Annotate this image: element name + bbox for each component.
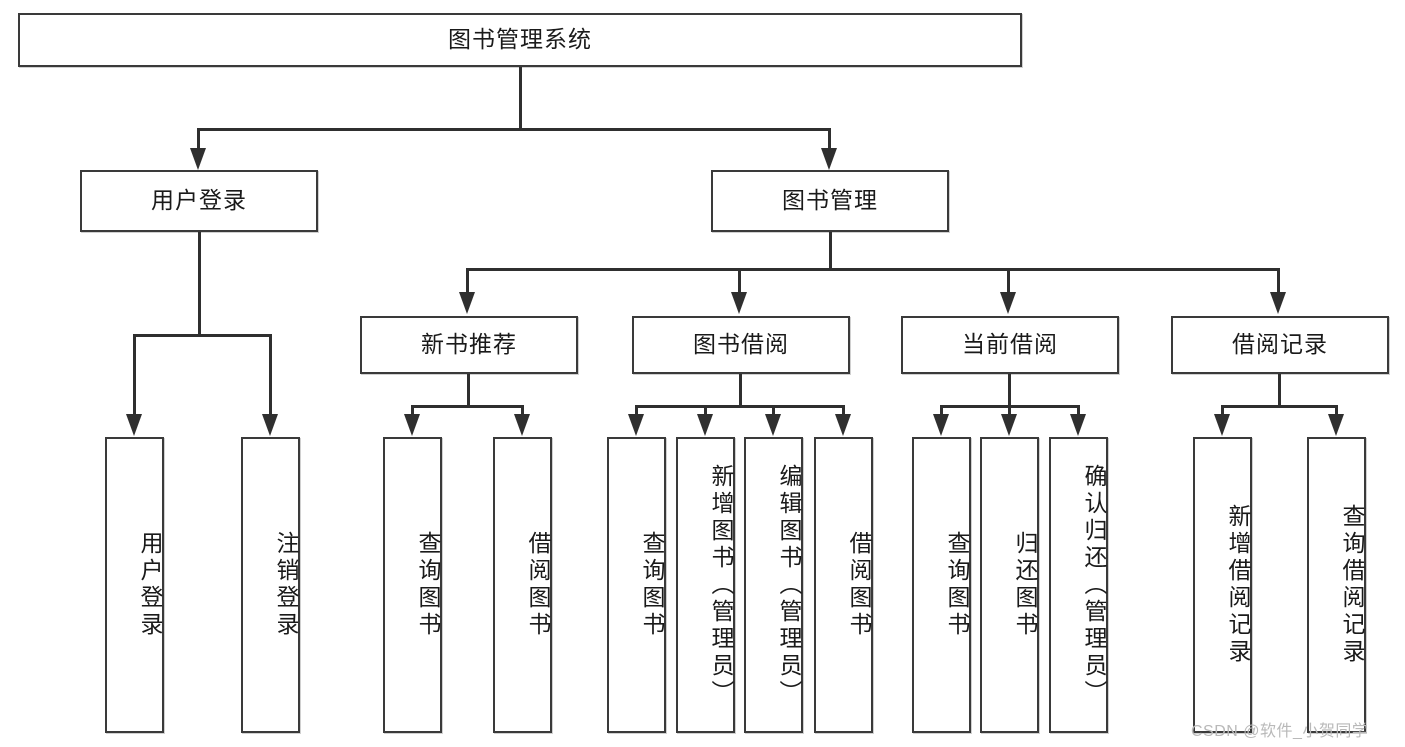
edge-record-bus [1221, 405, 1338, 408]
node-label: 新书推荐 [421, 331, 517, 358]
node-label: 用户登录 [137, 531, 163, 639]
edge-root-drop-left [197, 128, 200, 151]
node-label: 用户登录 [151, 187, 247, 214]
edge-userlogin-bus [133, 334, 269, 337]
arrow-to-leaf-borrow-add [697, 414, 713, 436]
node-label: 借阅图书 [846, 531, 872, 639]
leaf-borrow-lend-book[interactable]: 借阅图书 [814, 437, 873, 733]
node-label: 确认归还（管理员） [1081, 463, 1107, 707]
edge-bookmanage-bus [466, 268, 1280, 271]
node-label: 图书管理 [782, 187, 878, 214]
edge-bookmanage-drop-3 [1007, 268, 1010, 294]
watermark-text: CSDN @软件_小贺同学 [1191, 723, 1369, 740]
edge-bookmanage-drop-4 [1277, 268, 1280, 294]
edge-root-bus [197, 128, 831, 131]
edge-borrow-drop-4 [842, 405, 845, 417]
edge-recommend-bus [411, 405, 524, 408]
node-label: 查询图书 [415, 531, 441, 639]
edge-record-drop-1 [1221, 405, 1224, 417]
arrow-to-new-book-recommend [459, 292, 475, 314]
csdn-watermark: CSDN @软件_小贺同学 [1191, 717, 1368, 741]
edge-userlogin-drop-2 [269, 334, 272, 417]
edge-borrow-bus [635, 405, 845, 408]
leaf-logout[interactable]: 注销登录 [241, 437, 300, 733]
arrow-to-leaf-user-login [126, 414, 142, 436]
arrow-to-leaf-current-return [1001, 414, 1017, 436]
edge-root-drop-right [828, 128, 831, 151]
leaf-record-add[interactable]: 新增借阅记录 [1193, 437, 1252, 733]
edge-borrow-drop-2 [704, 405, 707, 417]
edge-borrow-drop-3 [772, 405, 775, 417]
node-label: 归还图书 [1012, 531, 1038, 639]
leaf-borrow-add-book[interactable]: 新增图书（管理员） [676, 437, 735, 733]
leaf-borrow-edit-book[interactable]: 编辑图书（管理员） [744, 437, 803, 733]
node-current-borrow[interactable]: 当前借阅 [901, 316, 1119, 374]
edge-record-stem [1278, 374, 1281, 407]
node-user-login[interactable]: 用户登录 [80, 170, 318, 232]
edge-recommend-drop-2 [521, 405, 524, 417]
leaf-current-confirm-return[interactable]: 确认归还（管理员） [1049, 437, 1108, 733]
edge-root-stem [519, 67, 522, 130]
arrow-to-leaf-record-query [1328, 414, 1344, 436]
arrow-to-leaf-borrow-query [628, 414, 644, 436]
arrow-to-leaf-current-confirm [1070, 414, 1086, 436]
arrow-to-leaf-recommend-query [404, 414, 420, 436]
edge-record-drop-2 [1335, 405, 1338, 417]
node-label: 新增借阅记录 [1225, 504, 1251, 666]
node-label: 借阅图书 [525, 531, 551, 639]
edge-borrow-stem [739, 374, 742, 407]
arrow-to-leaf-record-add [1214, 414, 1230, 436]
leaf-record-query[interactable]: 查询借阅记录 [1307, 437, 1366, 733]
arrow-to-leaf-borrow-edit [765, 414, 781, 436]
node-label: 查询借阅记录 [1339, 504, 1365, 666]
arrow-to-book-manage [821, 148, 837, 170]
edge-borrow-drop-1 [635, 405, 638, 417]
node-borrow-record[interactable]: 借阅记录 [1171, 316, 1389, 374]
node-label: 新增图书（管理员） [708, 463, 734, 707]
edge-current-drop-3 [1077, 405, 1080, 417]
node-label: 借阅记录 [1232, 331, 1328, 358]
edge-current-drop-1 [940, 405, 943, 417]
arrow-to-borrow-record [1270, 292, 1286, 314]
node-label: 当前借阅 [962, 331, 1058, 358]
edge-current-stem [1008, 374, 1011, 407]
leaf-current-return-book[interactable]: 归还图书 [980, 437, 1039, 733]
node-label: 查询图书 [944, 531, 970, 639]
arrow-to-leaf-logout [262, 414, 278, 436]
edge-bookmanage-drop-1 [466, 268, 469, 294]
node-root-system[interactable]: 图书管理系统 [18, 13, 1022, 67]
edge-recommend-drop-1 [411, 405, 414, 417]
node-book-manage[interactable]: 图书管理 [711, 170, 949, 232]
node-new-book-recommend[interactable]: 新书推荐 [360, 316, 578, 374]
edge-recommend-stem [467, 374, 470, 407]
leaf-recommend-query-book[interactable]: 查询图书 [383, 437, 442, 733]
node-label: 图书借阅 [693, 331, 789, 358]
node-label: 查询图书 [639, 531, 665, 639]
leaf-current-query-book[interactable]: 查询图书 [912, 437, 971, 733]
node-book-borrow[interactable]: 图书借阅 [632, 316, 850, 374]
edge-userlogin-stem [198, 232, 201, 336]
arrow-to-leaf-current-query [933, 414, 949, 436]
arrow-to-current-borrow [1000, 292, 1016, 314]
edge-userlogin-drop-1 [133, 334, 136, 417]
arrow-to-user-login [190, 148, 206, 170]
edge-current-drop-2 [1008, 405, 1011, 417]
leaf-borrow-query-book[interactable]: 查询图书 [607, 437, 666, 733]
node-label: 图书管理系统 [448, 26, 592, 53]
node-label: 注销登录 [273, 531, 299, 639]
leaf-recommend-borrow-book[interactable]: 借阅图书 [493, 437, 552, 733]
arrow-to-leaf-recommend-borrow [514, 414, 530, 436]
edge-bookmanage-drop-2 [738, 268, 741, 294]
arrow-to-book-borrow [731, 292, 747, 314]
arrow-to-leaf-borrow-lend [835, 414, 851, 436]
node-label: 编辑图书（管理员） [776, 463, 802, 707]
edge-bookmanage-stem [829, 232, 832, 270]
leaf-user-login[interactable]: 用户登录 [105, 437, 164, 733]
